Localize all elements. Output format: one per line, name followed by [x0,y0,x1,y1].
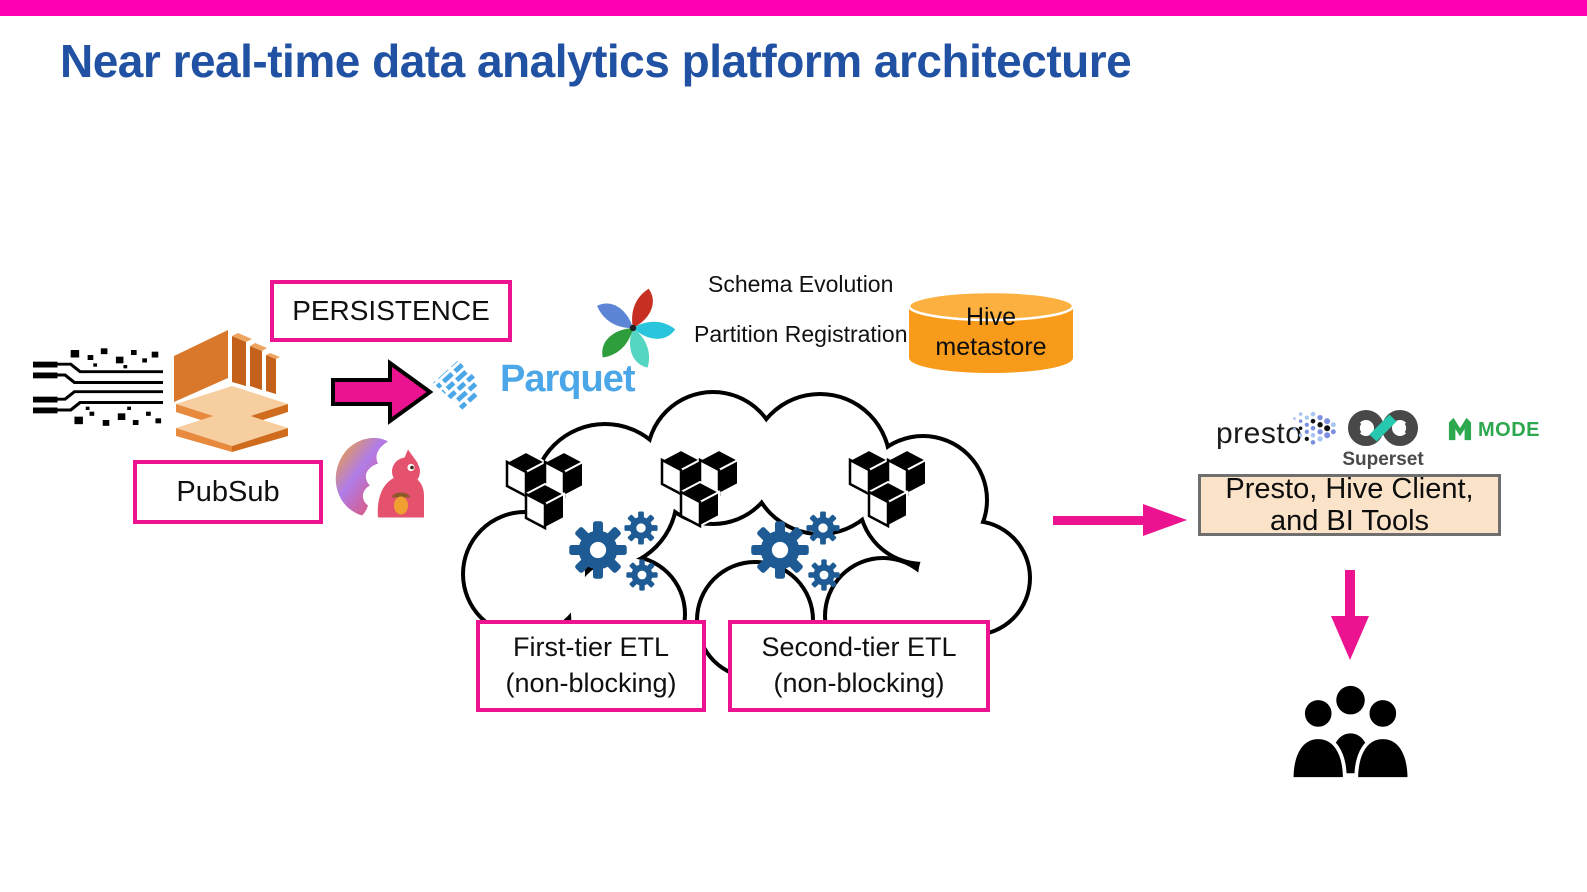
aws-cubes-icon [658,448,742,530]
hive-metastore-icon [906,290,1076,376]
mode-logo-text: MODE [1478,419,1540,441]
persistence-box: PERSISTENCE [270,280,512,342]
parquet-icon [432,354,494,412]
persistence-label: PERSISTENCE [292,295,490,326]
gears-icon [742,498,850,598]
top-accent-bar [0,0,1587,16]
flow-arrow-to-clients [1053,496,1190,544]
presto-logo-text: presto [1216,417,1303,450]
data-stream-icon [33,345,163,430]
users-icon [1282,684,1420,779]
parquet-logo-text: Parquet [500,358,635,400]
partition-registration-label: Partition Registration [694,321,908,347]
pinwheel-icon [590,282,676,368]
flow-arrow-to-parquet [330,358,434,426]
presto-logo-dots-icon [1290,408,1336,452]
mode-logo-icon [1448,417,1472,441]
aws-kinesis-icon [168,320,300,452]
pubsub-label: PubSub [176,475,280,508]
flow-arrow-to-users [1331,570,1369,662]
first-tier-etl-box: First-tier ETL (non-blocking) [476,620,706,712]
hive-metastore-label: Hive metastore [935,303,1047,361]
second-tier-etl-box: Second-tier ETL (non-blocking) [728,620,990,712]
superset-logo-icon [1343,407,1423,449]
superset-logo-text: Superset [1342,449,1424,470]
gears-icon [560,498,668,598]
schema-evolution-label: Schema Evolution [708,271,894,297]
page-title: Near real-time data analytics platform a… [60,35,1132,87]
client-tools-box: Presto, Hive Client, and BI Tools [1198,473,1501,537]
aws-cubes-icon [846,448,930,530]
flink-squirrel-icon [328,430,425,523]
pubsub-box: PubSub [133,460,323,524]
